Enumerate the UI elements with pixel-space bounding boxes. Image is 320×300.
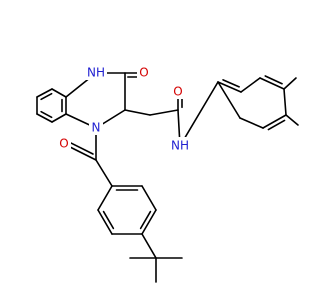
- o-benzoyl-label-bg: [57, 135, 71, 151]
- bond-cbz-y1: [95, 159, 113, 187]
- double-bond-x3-x4: [264, 75, 283, 85]
- double-bond-x5-x6: [267, 119, 286, 131]
- bond-x3-x4: [259, 77, 285, 90]
- ring-carbonyl-o-label: O: [139, 66, 148, 80]
- structure-canvas: NH O N O NH O: [36, 64, 299, 283]
- bond-x6-x7: [239, 117, 264, 129]
- amide-nh-label: NH: [171, 139, 189, 153]
- o-ring-label-bg: [137, 64, 151, 80]
- double-bond-y3-y4: [139, 210, 152, 230]
- bond-b4-b5: [51, 113, 67, 123]
- n-ring-label-bg: [89, 119, 103, 135]
- bond-x4-m1: [283, 77, 297, 90]
- double-bond-x1-x2: [222, 79, 240, 88]
- ring-n-label: N: [92, 121, 101, 135]
- bond-x5-x6: [262, 114, 287, 129]
- ring-nh-label: NH: [87, 66, 105, 80]
- double-bond-y5-y6: [102, 210, 115, 230]
- bond-y4-tb: [141, 233, 157, 259]
- molecule-structure: NH O N O NH O: [36, 64, 299, 283]
- bond-x2-x3: [240, 77, 261, 93]
- double-bond-cbz-obz: [69, 142, 94, 155]
- nh-amide-label-bg: [169, 137, 191, 153]
- bond-b5-b6: [36, 113, 53, 123]
- bond-c2-ch2: [124, 109, 151, 116]
- atom-labels: NH O N O NH O: [57, 64, 191, 153]
- nh-ring-label-bg: [85, 64, 107, 80]
- bond-b1-b2: [36, 88, 53, 98]
- amide-o-label: O: [173, 85, 182, 99]
- bond-lines: [36, 72, 299, 283]
- bond-b2-b3: [51, 88, 67, 98]
- bond-ch2-ca: [149, 109, 179, 116]
- bond-y6-y1: [97, 185, 113, 211]
- bond-x1-x2: [217, 81, 242, 93]
- bond-x4-x5: [283, 88, 287, 116]
- bond-y5-y6: [97, 209, 113, 235]
- o-amide-label-bg: [171, 83, 185, 99]
- bond-nha-x1: [179, 81, 219, 147]
- bond-y2-y3: [141, 185, 157, 211]
- bond-y3-y4: [141, 209, 157, 235]
- bond-x5-m2: [285, 114, 299, 126]
- bond-x7-x1: [217, 81, 241, 119]
- double-bond-b5-b6: [40, 110, 53, 119]
- double-bond-b1-b2: [40, 92, 53, 101]
- benzoyl-o-label: O: [59, 137, 68, 151]
